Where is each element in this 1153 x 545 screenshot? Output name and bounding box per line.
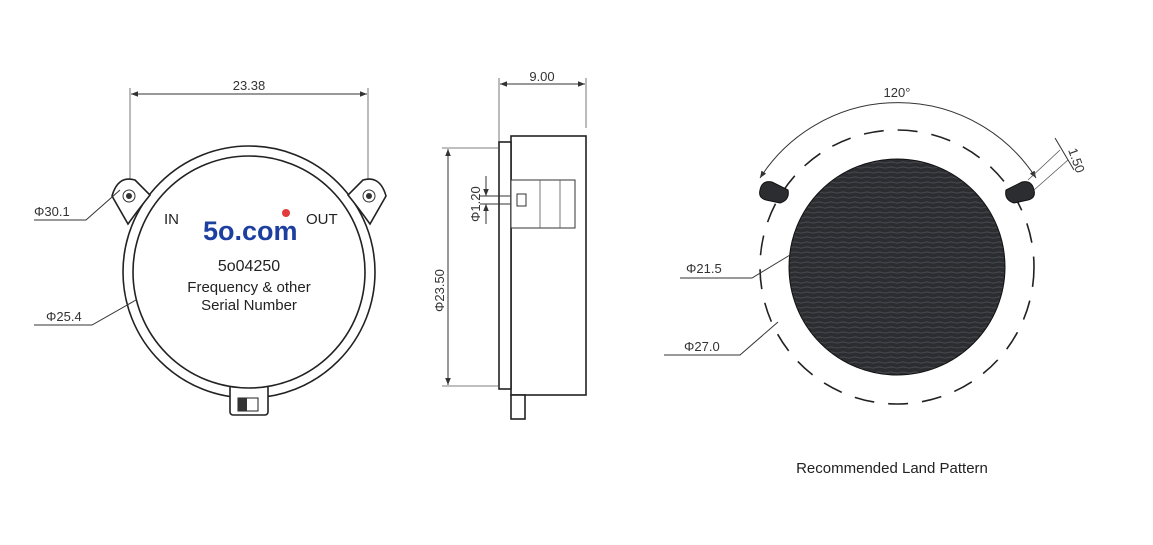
part-number: 5o04250 — [218, 258, 280, 275]
pad-extension-line — [1033, 159, 1069, 191]
right-tab-hole-center — [366, 193, 372, 199]
center-ground-pad — [788, 158, 1006, 376]
side-pin — [516, 193, 527, 207]
outer-dashed-circle — [759, 129, 1035, 405]
pad-extension-line — [1027, 149, 1061, 181]
left-tab-hole-center — [126, 193, 132, 199]
inner-body — [132, 155, 366, 389]
land-pattern-caption: Recommended Land Pattern — [796, 460, 988, 477]
angle-dimension-label: 120° — [884, 85, 911, 100]
side-flange — [498, 141, 512, 390]
left-solder-pad — [759, 181, 789, 204]
pad-dimension-label: 1.50 — [1065, 146, 1088, 175]
body-dia-label: Φ25.4 — [46, 309, 82, 324]
side-body — [510, 135, 587, 396]
connector-pin — [238, 398, 247, 411]
bottom-connector-side — [510, 394, 526, 420]
inner-dia-leader — [680, 254, 791, 279]
body-dia-leader — [34, 299, 137, 326]
port-in-label: IN — [164, 211, 179, 228]
thickness-dimension-label: 9.00 — [529, 69, 554, 84]
logo: 5o.com — [203, 216, 298, 246]
left-tab-hole — [122, 189, 136, 203]
right-solder-pad — [1005, 181, 1035, 204]
body-text-line1: Frequency & other — [187, 279, 310, 296]
front-view: 23.38 IN OUT 5o.com 5o04250 Frequency & … — [34, 78, 387, 416]
right-tab-hole — [362, 189, 376, 203]
body-text-line2: Serial Number — [201, 297, 297, 314]
side-view: 9.00 Φ1.20 Φ23.50 — [432, 69, 587, 420]
logo-dot — [282, 209, 290, 217]
inner-dia-label: Φ21.5 — [686, 261, 722, 276]
outer-dia-label: Φ27.0 — [684, 339, 720, 354]
outer-dia-label: Φ30.1 — [34, 204, 70, 219]
height-dimension-label: Φ23.50 — [432, 269, 447, 312]
port-out-label: OUT — [306, 211, 338, 228]
outer-dia-leader — [664, 321, 779, 356]
width-dimension-label: 23.38 — [233, 78, 266, 93]
angle-dimension-arc — [759, 102, 1037, 179]
pad-dimension-line — [1054, 137, 1075, 171]
land-pattern-view: 120° 1.50 Φ21.5 Φ27.0 Recommended Land P… — [664, 85, 1088, 477]
outer-dia-leader — [34, 189, 121, 221]
pin-dia-label: Φ1.20 — [468, 186, 483, 222]
